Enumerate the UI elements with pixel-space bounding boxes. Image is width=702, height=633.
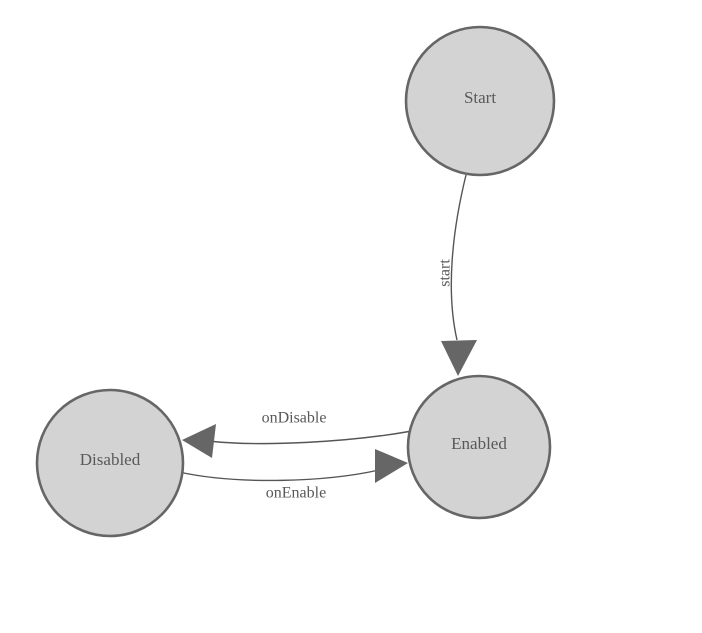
state-node-disabled-circle bbox=[35, 388, 185, 538]
edge-start-to-enabled-arrowhead bbox=[441, 340, 477, 376]
state-node-enabled-circle bbox=[406, 374, 552, 520]
state-node-enabled[interactable]: Enabled bbox=[406, 374, 552, 520]
edge-disabled-to-enabled[interactable] bbox=[178, 449, 408, 483]
edge-disabled-to-enabled-path bbox=[178, 469, 380, 482]
edge-start-to-enabled-path bbox=[450, 174, 467, 341]
edge-enabled-to-disabled[interactable] bbox=[182, 424, 413, 458]
state-node-disabled[interactable]: Disabled bbox=[35, 388, 185, 538]
state-node-disabled-label: Disabled bbox=[80, 450, 141, 469]
state-node-start[interactable]: Start bbox=[404, 25, 556, 177]
edge-label-on-enable: onEnable bbox=[266, 485, 326, 502]
edge-enabled-to-disabled-path bbox=[207, 430, 413, 445]
state-node-enabled-label: Enabled bbox=[451, 434, 507, 453]
state-node-start-circle bbox=[404, 25, 556, 177]
edge-enabled-to-disabled-arrowhead bbox=[182, 424, 216, 458]
edge-label-start: start bbox=[437, 259, 454, 287]
edge-disabled-to-enabled-arrowhead bbox=[375, 449, 408, 483]
edge-label-on-disable: onDisable bbox=[262, 410, 327, 427]
state-node-start-label: Start bbox=[464, 88, 496, 107]
edge-start-to-enabled[interactable] bbox=[441, 174, 477, 376]
